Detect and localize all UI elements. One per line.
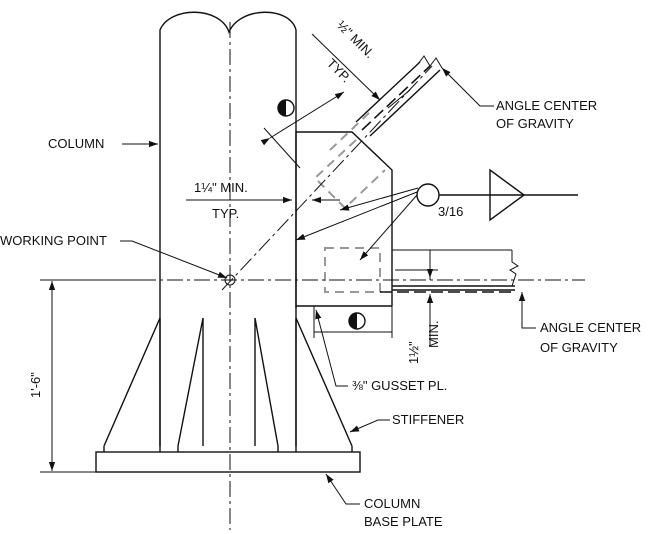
svg-text:WORKING POINT: WORKING POINT xyxy=(0,233,107,248)
lower-angle-hidden-end xyxy=(324,247,381,293)
gusset-plate xyxy=(295,131,393,308)
weld-arrow-2 xyxy=(359,194,418,261)
upper-angle-break xyxy=(417,55,443,69)
dim-upper-ext-1 xyxy=(263,127,301,169)
upper-angle-leg-2 xyxy=(369,69,441,137)
svg-text:ANGLE CENTER: ANGLE CENTER xyxy=(496,98,597,113)
dim-vert-min-text: 1½" xyxy=(406,341,421,364)
label-base-plate: COLUMN BASE PLATE xyxy=(325,473,443,529)
upper-angle-leg-1 xyxy=(355,61,421,123)
column-outline xyxy=(159,11,297,452)
lower-angle-break xyxy=(509,250,519,287)
label-angle-cg-lower: ANGLE CENTER OF GRAVITY xyxy=(518,292,641,355)
dim-diag-ext xyxy=(387,89,411,109)
cg-lower-fill xyxy=(349,313,357,329)
dim-upper-angle-gauge xyxy=(260,91,345,146)
column xyxy=(159,11,297,530)
label-stiffener: STIFFENER xyxy=(349,412,464,433)
dim-diag-min-text: ½" MIN. xyxy=(334,18,377,61)
dim-diag-min-leader xyxy=(311,33,381,101)
gusset-outline xyxy=(295,131,393,308)
label-working-point: WORKING POINT xyxy=(0,233,228,279)
upper-angle-gravity-line xyxy=(221,65,433,291)
cg-symbol-upper xyxy=(277,99,295,117)
stiffener-left-inner xyxy=(177,317,204,452)
stiffener-left-outer xyxy=(103,317,161,452)
weld-size: 3/16 xyxy=(438,204,463,219)
column-base-plate xyxy=(95,451,361,473)
svg-text:OF GRAVITY: OF GRAVITY xyxy=(540,340,618,355)
lower-horizontal-angle xyxy=(324,247,519,293)
weld-tail xyxy=(489,168,526,222)
label-column: COLUMN xyxy=(48,136,158,151)
stiffener-right-outer xyxy=(295,317,353,452)
dim-vert-min-typ: MIN. xyxy=(426,321,441,348)
svg-text:ANGLE CENTER: ANGLE CENTER xyxy=(540,320,641,335)
weld-all-around-circle xyxy=(416,183,440,207)
svg-text:STIFFENER: STIFFENER xyxy=(392,412,464,427)
weld-arrow-1 xyxy=(295,191,418,241)
cg-upper-fill xyxy=(278,100,286,116)
upper-angle-hidden-end xyxy=(313,139,386,210)
weld-symbol: 3/16 xyxy=(295,168,578,261)
label-angle-cg-upper: ANGLE CENTER OF GRAVITY xyxy=(441,67,597,131)
working-point-marker xyxy=(224,274,236,286)
stiffeners xyxy=(103,317,353,452)
dim-edge-min-text: 1¼" MIN. xyxy=(194,180,248,195)
cg-symbol-lower xyxy=(348,312,366,330)
dim-height-text: 1'-6" xyxy=(28,372,43,398)
dim-edge-min-typ: TYP. xyxy=(212,206,239,221)
svg-text:⅜" GUSSET PL.: ⅜" GUSSET PL. xyxy=(352,378,447,393)
svg-text:COLUMN: COLUMN xyxy=(48,136,104,151)
stiffener-right-inner xyxy=(254,317,279,452)
svg-text:COLUMN: COLUMN xyxy=(364,496,420,511)
svg-text:BASE PLATE: BASE PLATE xyxy=(364,514,443,529)
upper-diagonal-angle xyxy=(221,55,443,291)
weld-arrow-3 xyxy=(339,187,419,211)
label-gusset: ⅜" GUSSET PL. xyxy=(315,309,447,393)
upper-angle-heel xyxy=(361,65,431,131)
dim-diag-min-typ: TYP. xyxy=(324,56,354,86)
upper-angle-hidden-edge xyxy=(329,111,371,151)
svg-text:OF GRAVITY: OF GRAVITY xyxy=(496,116,574,131)
